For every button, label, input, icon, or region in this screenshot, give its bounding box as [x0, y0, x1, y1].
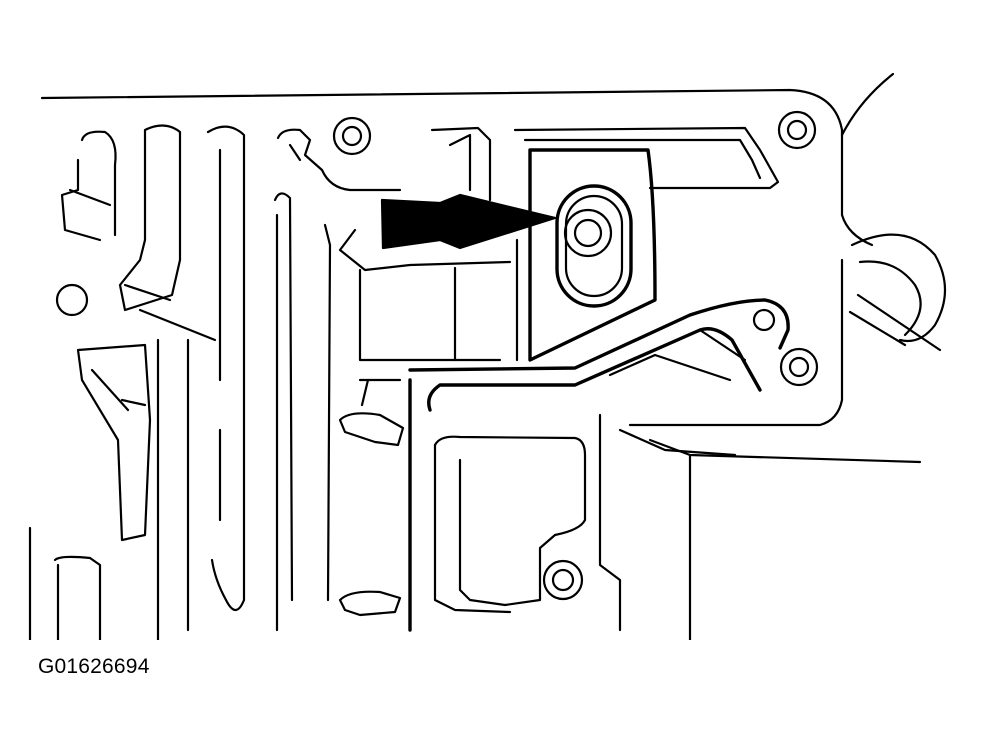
short-link-2 [360, 378, 370, 407]
valve-oval-inner [564, 194, 624, 298]
bore-plate[interactable] [528, 148, 657, 362]
bottom-left-pocket [53, 555, 102, 640]
valve-oval-outer[interactable] [555, 184, 633, 308]
sweeping-channel-top [408, 298, 790, 372]
lower-right-step [618, 428, 737, 457]
left-channel-a-inner [60, 158, 102, 242]
center-cavity-lower [358, 268, 502, 362]
right-boss-rib-2 [856, 293, 942, 352]
small-hole-left [55, 283, 89, 317]
valve-body-line-drawing [28, 72, 946, 640]
lower-passage-inner [433, 443, 512, 614]
bolt-hole-top-right-inner [786, 119, 808, 141]
bolt-hole-top-left [332, 116, 372, 156]
left-lower-pocket-hatch [90, 368, 130, 412]
sweeping-channel-mid [608, 353, 732, 382]
top-pocket-inner [448, 133, 472, 192]
right-boss-inner [858, 260, 922, 337]
casting-right-side [628, 258, 844, 427]
left-lower-pocket [76, 343, 152, 542]
bolt-hole-bottom [542, 559, 584, 601]
left-channel-a-hatch [68, 188, 112, 207]
casting-outer-outline [40, 88, 874, 247]
casting-upper-right-edge [840, 72, 895, 137]
left-channel-c [206, 125, 246, 612]
long-slot [273, 192, 294, 602]
lower-passage-frame [433, 435, 587, 607]
bolt-hole-bottom-inner [551, 568, 575, 592]
upper-right-rim [513, 126, 780, 190]
sweeping-channel-bottom [427, 327, 762, 412]
left-channel-b [118, 124, 182, 312]
left-lower-pocket-hatch-2 [120, 398, 147, 407]
lower-right-ledge [648, 438, 922, 464]
bolt-hole-mid-right [779, 347, 819, 387]
left-channel-a [80, 130, 117, 237]
bolt-hole-top-left-inner [341, 125, 363, 147]
upper-right-rim-inner [523, 138, 762, 180]
lower-right-wall [598, 413, 622, 632]
valve-plug-inner [573, 218, 603, 248]
right-boss-outline [850, 233, 946, 343]
top-pocket [430, 126, 492, 202]
left-channel-b-hatch [123, 283, 172, 302]
figure-code: G01626694 [38, 655, 150, 678]
small-hole-right [752, 308, 776, 332]
center-divider-left [323, 223, 332, 602]
small-tab-bottom [338, 590, 402, 617]
small-tab-left [338, 412, 405, 447]
top-rib-left-inner [288, 143, 302, 162]
bolt-hole-mid-right-inner [788, 356, 810, 378]
valve-plug-outer[interactable] [563, 208, 613, 258]
bolt-hole-top-right [777, 110, 817, 150]
top-rib-left [276, 128, 402, 192]
center-cavity [338, 228, 512, 272]
pointer-arrow-icon [380, 193, 557, 250]
diagonal-separator [138, 308, 217, 342]
sweeping-channel-mid-2 [698, 328, 747, 362]
right-boss-rib-1 [848, 310, 907, 347]
